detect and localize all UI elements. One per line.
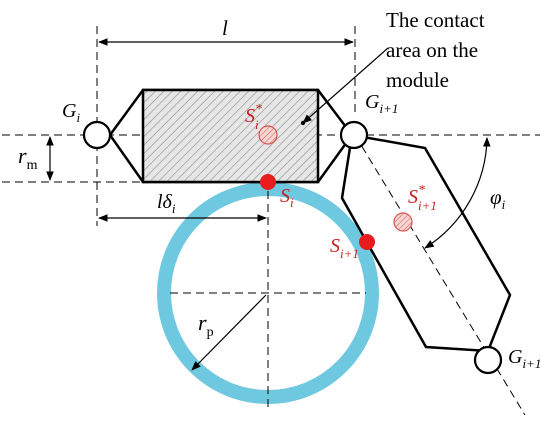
annotation-pointer-dot bbox=[300, 120, 306, 126]
annotation-pointer bbox=[302, 47, 389, 124]
label-l: l bbox=[222, 16, 228, 40]
label-r-p: rp bbox=[198, 310, 214, 340]
centroid-s-i1-star bbox=[393, 212, 413, 232]
module-i-contact-area bbox=[141, 88, 320, 184]
contact-point-s-i1 bbox=[359, 234, 375, 250]
label-l-delta: lδi bbox=[157, 191, 176, 216]
joint-g-i bbox=[82, 120, 112, 150]
contact-area-annotation: The contact area on the module bbox=[386, 8, 490, 92]
rotated-module-axis bbox=[354, 134, 526, 416]
label-s-i: Si bbox=[280, 185, 294, 210]
label-g-i1-top: Gi+1 bbox=[365, 91, 398, 116]
contact-point-s-i bbox=[260, 174, 276, 190]
label-g-i: Gi bbox=[62, 100, 80, 125]
label-phi-i: φi bbox=[490, 185, 506, 212]
label-g-i1-bottom: Gi+1 bbox=[508, 346, 541, 371]
phi-angle-arc bbox=[424, 137, 491, 249]
joint-g-i1-top bbox=[339, 120, 369, 150]
label-r-m: rm bbox=[18, 143, 38, 173]
centroid-s-i-star bbox=[258, 125, 278, 145]
construction-lines bbox=[2, 26, 540, 416]
dimension-arrows bbox=[46, 38, 491, 371]
label-s-i-star: S*i bbox=[245, 102, 262, 132]
label-s-i1-star: S*i+1 bbox=[408, 183, 437, 213]
joint-g-i1-bottom bbox=[473, 345, 503, 375]
label-s-i1: Si+1 bbox=[330, 235, 359, 261]
r-p-arrow bbox=[191, 294, 267, 371]
